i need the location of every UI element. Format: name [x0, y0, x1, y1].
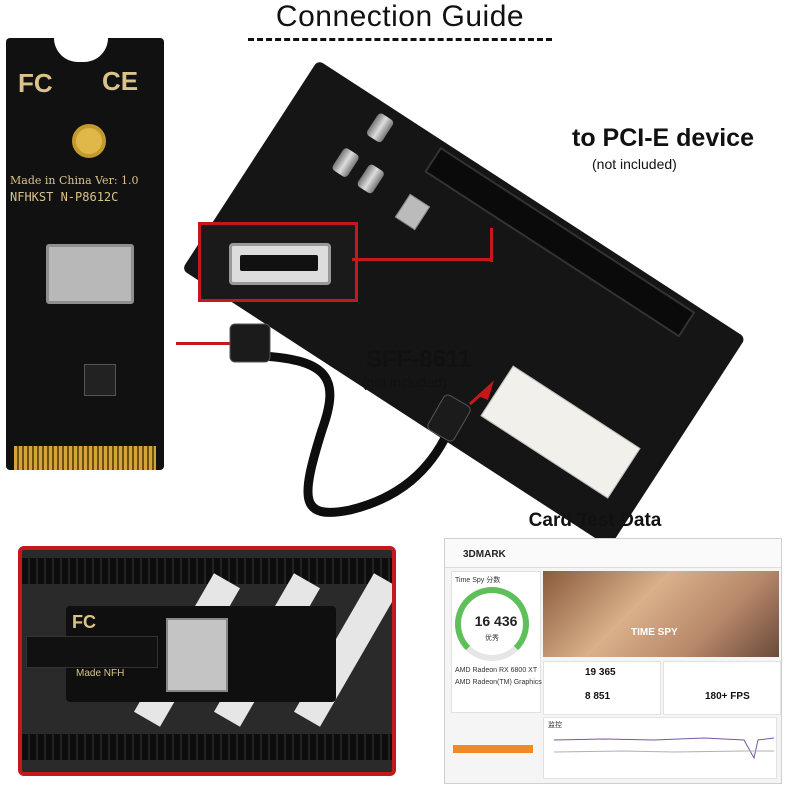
test-data-heading: Card Test Data — [528, 510, 662, 531]
photo-fcc-mark: FC — [72, 612, 96, 632]
callout-line — [176, 342, 234, 345]
cpu-score: 8 851 — [585, 691, 611, 702]
riser-note: (not included) — [592, 156, 677, 172]
riser-heading: to PCI-E device — [572, 124, 754, 152]
sff8611-cable — [257, 351, 453, 517]
monitor-graph: 监控 — [543, 717, 777, 779]
port-zoom-inset — [198, 222, 358, 302]
ce-mark: CE — [102, 66, 139, 96]
page-title: Connection Guide — [275, 0, 525, 33]
subscore-panel — [543, 661, 661, 715]
gpu-score: 19 365 — [585, 667, 616, 678]
arrow-line — [468, 384, 492, 406]
sff8611-port-closeup — [229, 243, 331, 285]
installed-photo: FC Made NFH — [18, 546, 396, 776]
graph-line — [553, 737, 775, 760]
mounting-hole — [72, 124, 106, 158]
photo-made-label: Made NFH — [76, 668, 125, 679]
m2-adapter-card: FC CE Made in China Ver: 1.0 NFHKST N-P8… — [6, 38, 164, 470]
action-button[interactable] — [453, 745, 533, 753]
score-sub: 优秀 — [485, 635, 499, 642]
model-label: NFHKST N-P8612C — [10, 190, 119, 204]
score-value: 16 436 — [474, 613, 518, 629]
score-gauge — [455, 587, 529, 661]
benchmark-screenshot: 3DMARK Time Spy 分数 16 436 优秀 AMD Radeon … — [444, 538, 782, 784]
graph-lines — [553, 737, 775, 760]
gpu-line-1: AMD Radeon RX 6800 XT — [455, 667, 538, 674]
cable-note: (not included) — [362, 374, 447, 390]
memory-slot — [22, 558, 392, 584]
installed-cable — [26, 636, 158, 668]
time-spy-banner: TIME SPY — [543, 571, 779, 657]
graph-line — [553, 750, 774, 753]
bench-label: Time Spy 分数 — [455, 577, 501, 584]
gold-fingers — [14, 446, 156, 470]
fcc-mark: FC — [18, 68, 53, 98]
sff8611-socket — [46, 244, 134, 304]
callout-line — [352, 258, 492, 261]
callout-line — [490, 228, 493, 262]
installed-m2-card — [26, 606, 336, 702]
installed-socket — [166, 618, 228, 692]
controller-chip — [84, 364, 116, 396]
cable-plug-right — [427, 394, 471, 442]
hero-name: TIME SPY — [631, 627, 678, 638]
gpu-line-2: AMD Radeon(TM) Graphics — [455, 679, 542, 686]
cable-plug-left — [229, 323, 271, 363]
pcie-slot-bottom — [22, 734, 392, 760]
app-brand: 3DMARK — [463, 549, 506, 560]
title-underline — [248, 38, 552, 41]
made-in-label: Made in China Ver: 1.0 — [10, 174, 139, 187]
app-topbar: 3DMARK — [445, 539, 781, 568]
cable-heading: SFF-8611 — [366, 346, 472, 373]
fps-panel — [663, 661, 781, 715]
graph-label: 监控 — [548, 722, 562, 729]
fps-value: 180+ FPS — [705, 691, 750, 702]
